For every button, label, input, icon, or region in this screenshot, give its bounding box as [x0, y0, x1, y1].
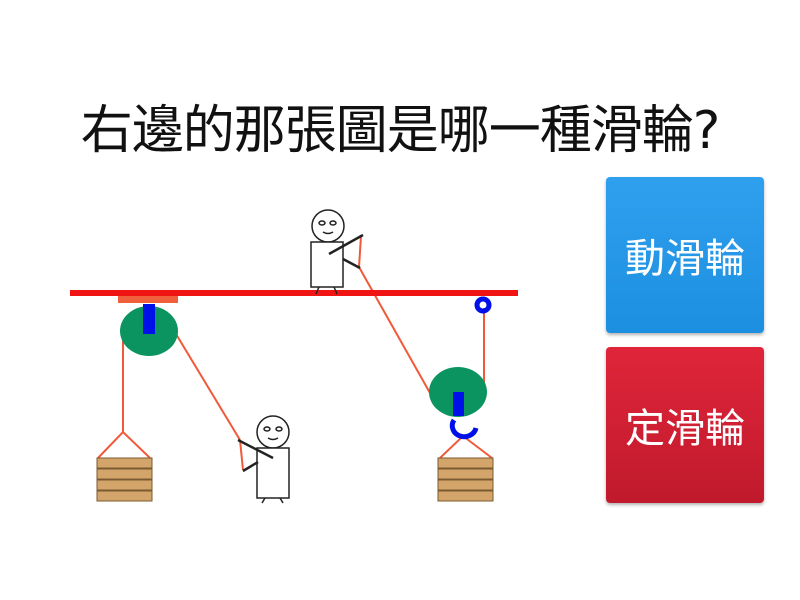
answer-label: 動滑輪 — [625, 236, 745, 282]
pulley-axle — [453, 392, 464, 416]
ropes — [97, 235, 493, 471]
ceiling-beam — [70, 290, 518, 296]
person-bottom — [237, 415, 290, 504]
anchor-ring — [474, 296, 492, 314]
answer-label: 定滑輪 — [625, 406, 745, 452]
weight-right — [437, 457, 494, 502]
person-top — [310, 209, 364, 295]
answer-button-fixed-pulley[interactable]: 定滑輪 — [606, 347, 764, 503]
pulley-axle — [143, 304, 155, 334]
hook — [449, 418, 479, 440]
weight-left — [96, 457, 153, 502]
answer-button-movable-pulley[interactable]: 動滑輪 — [606, 177, 764, 333]
question-title: 右邊的那張圖是哪一種滑輪? — [80, 101, 721, 161]
pulley-mount — [118, 296, 178, 303]
